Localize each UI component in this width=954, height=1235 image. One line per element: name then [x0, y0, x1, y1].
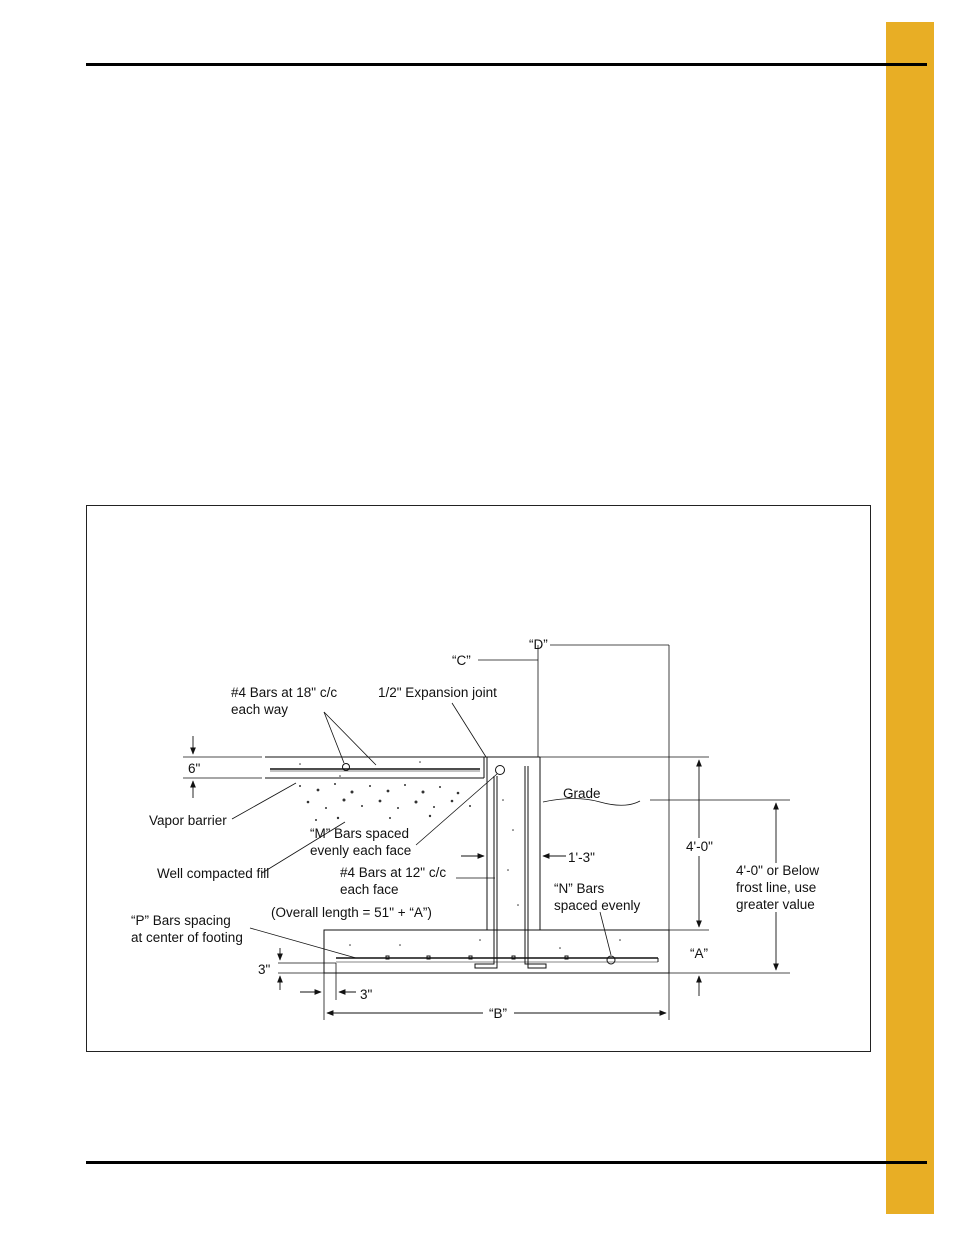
label-overall-length: (Overall length = 51" + “A”) [271, 905, 432, 920]
figure-frame [86, 505, 871, 1052]
label-n-bars-line1: “N” Bars [554, 881, 605, 896]
label-slab-thickness: 6" [188, 761, 201, 776]
label-c: “C” [452, 653, 471, 668]
label-grade: Grade [563, 786, 601, 801]
label-d: “D” [529, 637, 548, 652]
dimension-lines [190, 736, 779, 1016]
label-bars-12-line2: each face [340, 882, 399, 897]
footer-rule [86, 1161, 927, 1164]
label-m-bars-line2: evenly each face [310, 843, 412, 858]
label-b: “B” [489, 1006, 507, 1021]
label-expansion-joint: 1/2" Expansion joint [378, 685, 497, 700]
label-bars-12-line1: #4 Bars at 12" c/c [340, 865, 447, 880]
header-rule [86, 63, 927, 66]
label-p-bars-line2: at center of footing [131, 930, 243, 945]
label-frost-line3: greater value [736, 897, 815, 912]
floor-slab [265, 756, 487, 779]
label-frost-line1: 4'-0" or Below [736, 863, 820, 878]
leader-lines [183, 644, 790, 1020]
label-a: “A” [690, 946, 708, 961]
label-p-bars-line1: “P” Bars spacing [131, 913, 231, 928]
label-vapor-barrier: Vapor barrier [149, 813, 227, 828]
label-end-cover: 3" [360, 987, 373, 1002]
label-frost-line2: frost line, use [736, 880, 817, 895]
section-tab [886, 22, 934, 1214]
label-bars-18-line1: #4 Bars at 18" c/c [231, 685, 338, 700]
label-bars-18-line2: each way [231, 702, 289, 717]
label-wall-width: 1'-3" [568, 850, 595, 865]
label-m-bars-line1: “M” Bars spaced [310, 826, 410, 841]
footing [323, 929, 670, 974]
label-compacted-fill: Well compacted fill [157, 866, 270, 881]
stem-wall [474, 756, 547, 969]
fill-stipple [299, 761, 621, 949]
label-four-feet: 4'-0" [686, 839, 713, 854]
label-n-bars-line2: spaced evenly [554, 898, 641, 913]
label-footing-cover: 3" [258, 962, 271, 977]
